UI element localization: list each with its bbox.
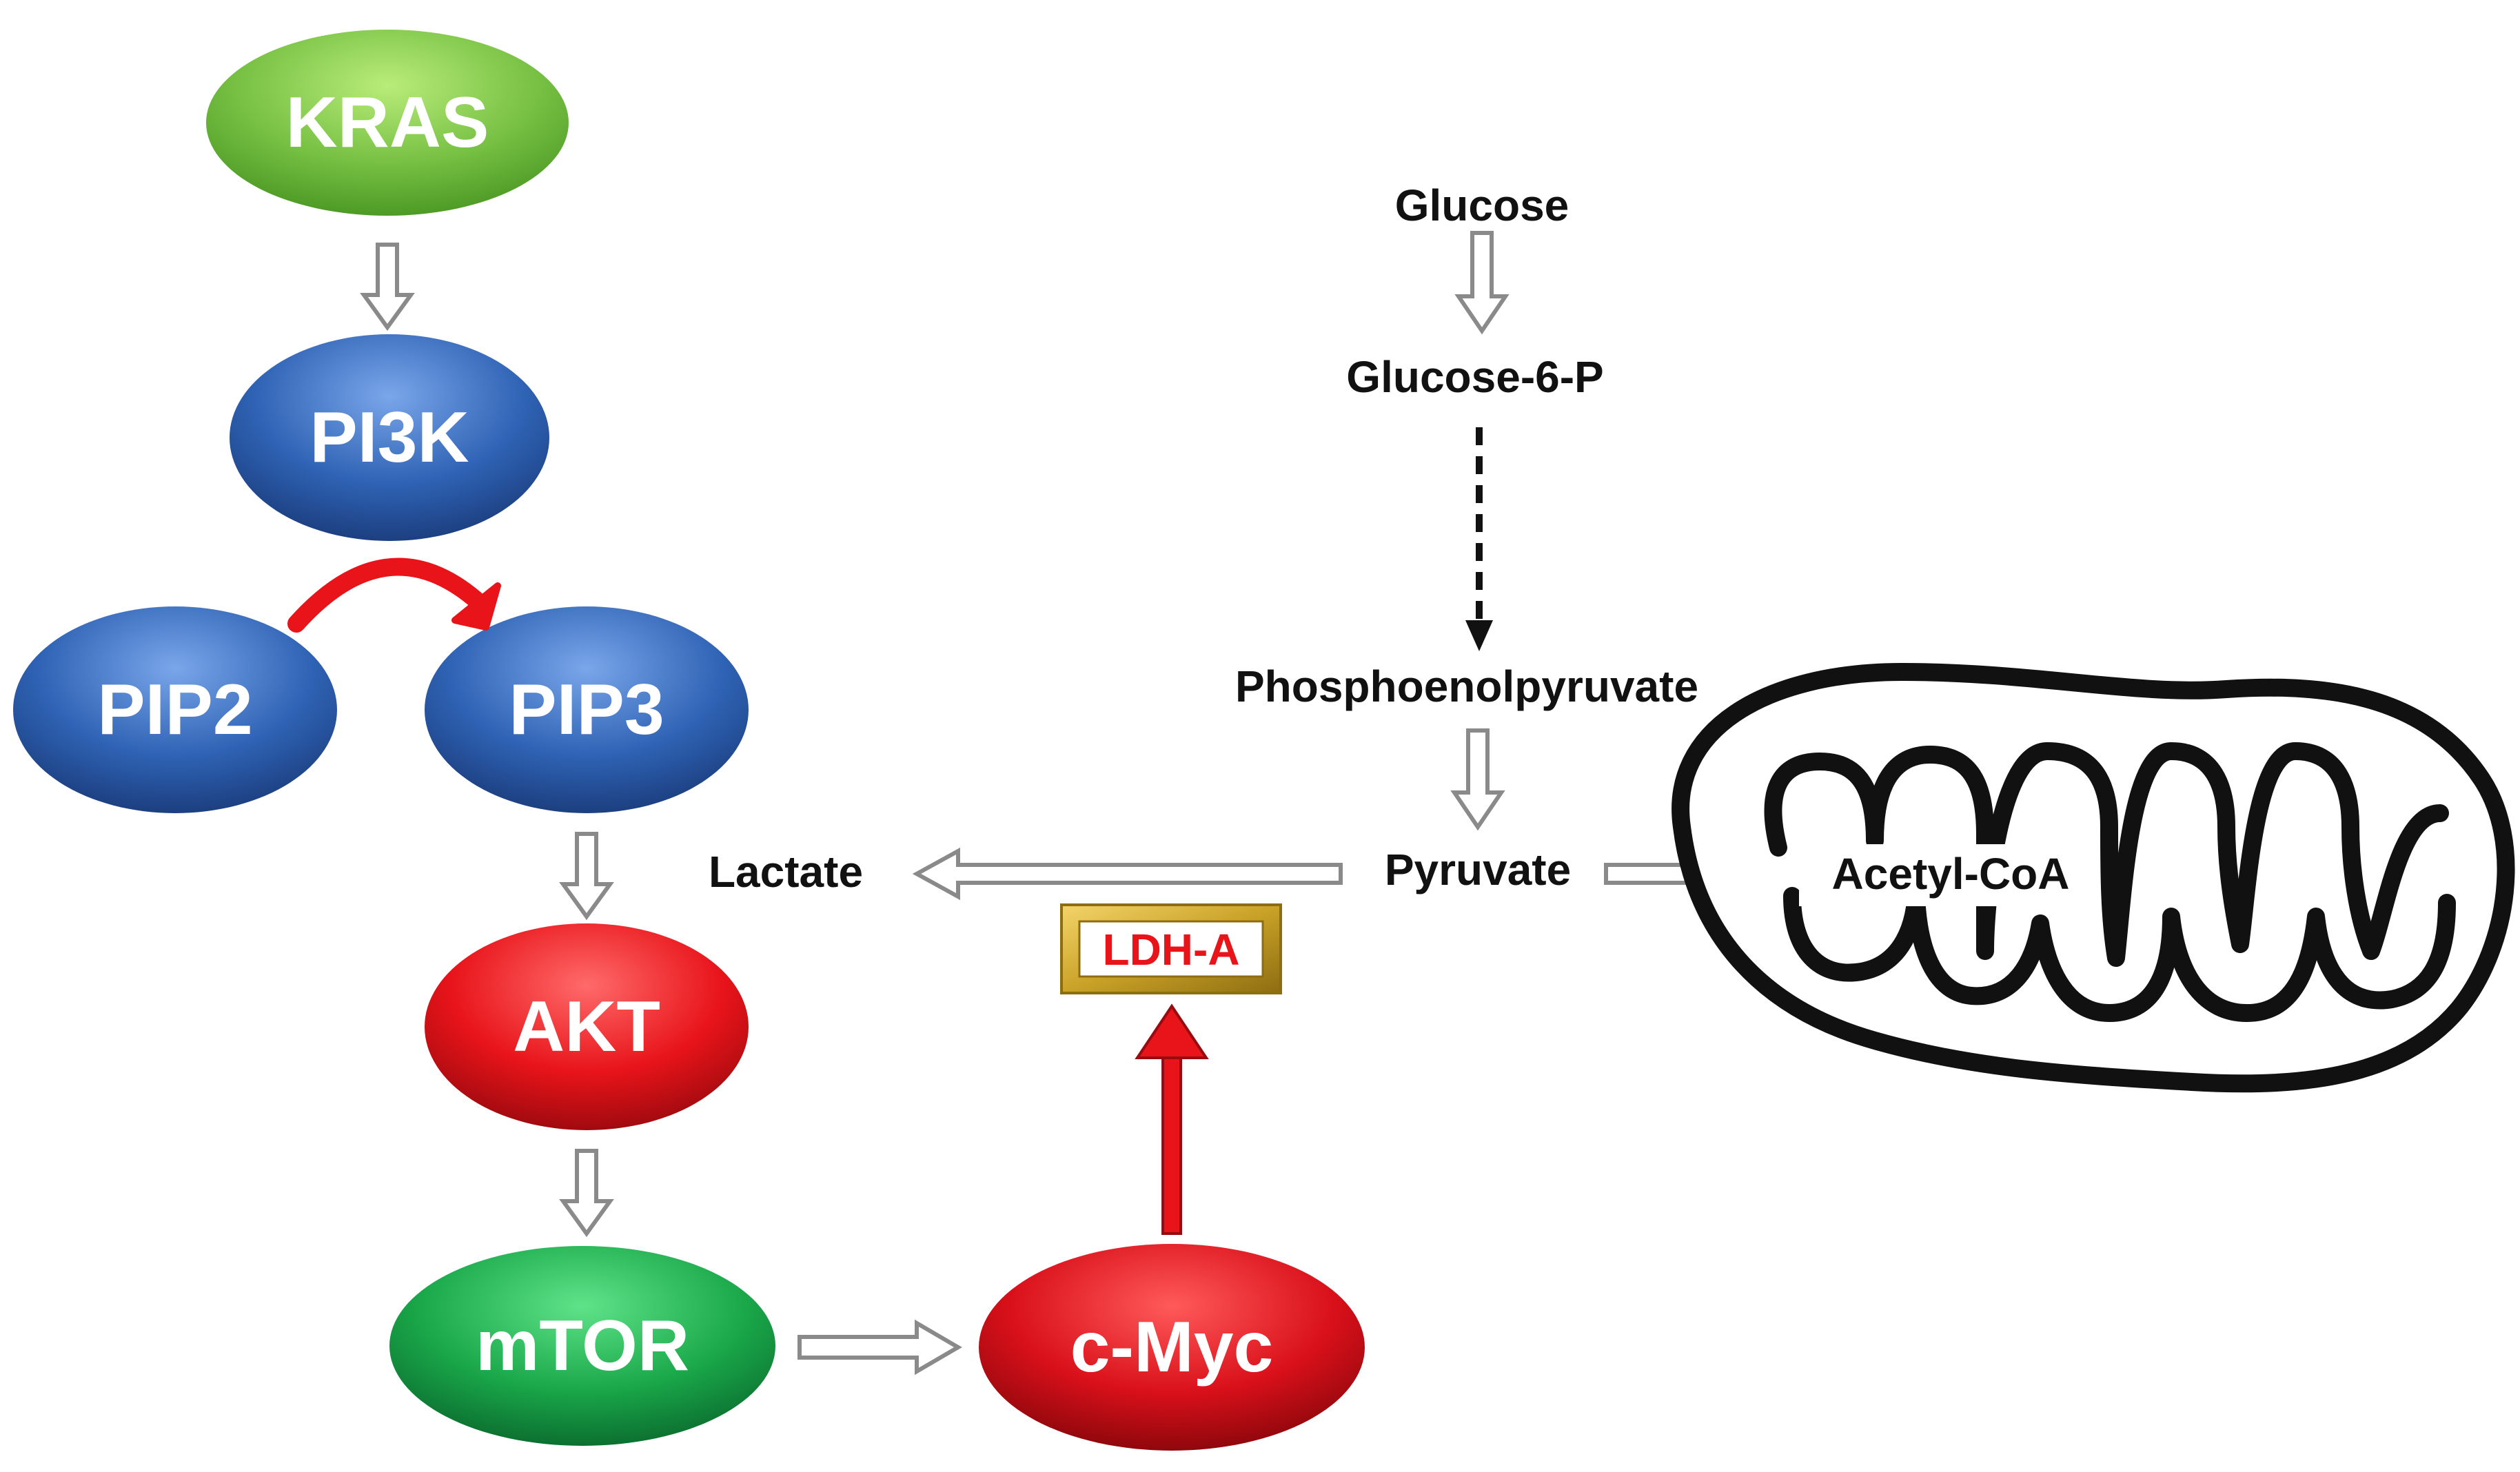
arrow-mtor-cmyc xyxy=(797,1319,962,1376)
arrow-pip3-akt xyxy=(559,832,614,921)
node-kras: KRAS xyxy=(206,30,569,216)
node-mtor-label: mTOR xyxy=(476,1306,689,1386)
node-pi3k-label: PI3K xyxy=(309,398,469,478)
arrow-g6p-pep-dashed xyxy=(1465,427,1493,651)
enzyme-ldha-label: LDH-A xyxy=(1102,925,1239,974)
label-glucose-6-p: Glucose-6-P xyxy=(1346,352,1603,402)
arrow-pip2-pip3-curved xyxy=(287,558,501,633)
mitochondrion-icon: Acetyl-CoA xyxy=(1671,662,2515,1093)
label-phosphoenolpyruvate: Phosphoenolpyruvate xyxy=(1235,662,1698,711)
node-mtor: mTOR xyxy=(389,1246,775,1446)
node-akt: AKT xyxy=(425,923,749,1130)
label-acetyl-coa: Acetyl-CoA xyxy=(1832,849,2070,899)
node-pip2: PIP2 xyxy=(13,606,337,813)
node-pip2-label: PIP2 xyxy=(97,670,252,750)
node-akt-label: AKT xyxy=(513,987,660,1067)
node-pip3: PIP3 xyxy=(425,606,749,813)
mitochondrion-cristae xyxy=(1764,742,2456,1022)
label-glucose: Glucose xyxy=(1395,181,1569,230)
node-kras-label: KRAS xyxy=(286,83,489,163)
label-lactate: Lactate xyxy=(709,847,863,897)
arrow-glucose-g6p xyxy=(1454,231,1510,335)
enzyme-ldha: LDH-A xyxy=(1060,903,1282,994)
node-pip3-label: PIP3 xyxy=(509,670,664,750)
arrow-pep-pyruvate xyxy=(1450,728,1505,831)
arrow-akt-mtor xyxy=(559,1149,614,1238)
node-cmyc: c-Myc xyxy=(979,1244,1365,1451)
node-pi3k: PI3K xyxy=(230,334,549,541)
arrow-pyruvate-lactate xyxy=(912,847,1343,901)
label-pyruvate: Pyruvate xyxy=(1385,845,1571,895)
arrow-cmyc-ldha xyxy=(1135,1003,1209,1235)
node-cmyc-label: c-Myc xyxy=(1070,1307,1274,1387)
arrow-kras-pi3k xyxy=(360,243,415,331)
